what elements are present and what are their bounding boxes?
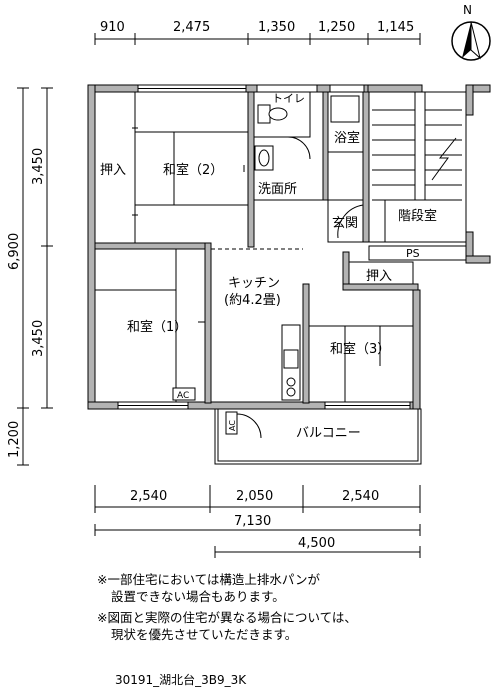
kitchen: キッチン (約4.2畳) [211,248,303,401]
top-dim-1: 910 [100,20,125,35]
kitchen-label: キッチン [228,276,280,291]
compass-label: N [463,3,472,17]
washitsu-2: 和室（2） [135,131,248,206]
oshiire-top-label: 押入 [100,163,126,178]
compass-icon: N [451,3,491,61]
washitsu-3: 和室（3） [309,325,413,402]
plan-caption: 30191_湖北台_3B9_3K [115,672,247,687]
balcony-label: バルコニー [296,426,361,441]
kitchen-size-label: (約4.2畳) [224,293,281,308]
bottom-dim-3: 2,540 [342,489,379,504]
oshiire-mid-label: 押入 [366,269,392,284]
top-dim-5: 1,145 [377,20,414,35]
top-dim-4: 1,250 [318,20,355,35]
toilet-label: トイレ [272,92,305,105]
top-dim-3: 1,350 [258,20,295,35]
washitsu-1-label: 和室（1） [127,319,187,335]
top-dim-2: 2,475 [173,20,210,35]
left-dim-3: 3,450 [31,320,46,357]
note-line-4: 現状を優先させていただきます。 [111,627,297,642]
balcony: AC バルコニー [214,408,422,465]
bottom-dimension-line: 2,540 2,050 2,540 7,130 4,500 [94,485,421,558]
oshiire-mid: 押入 [348,261,414,285]
ps-label: PS [406,247,420,260]
bathroom-label: 浴室 [334,130,360,146]
ac-2-label: AC [228,420,237,431]
washroom-label: 洗面所 [258,182,297,197]
note-line-3: ※図面と実際の住宅が異なる場合については、 [97,610,357,625]
bathroom: 浴室 [327,91,364,153]
washitsu-3-label: 和室（3） [330,341,390,357]
washitsu-1: AC 和室（1） [95,249,205,402]
stairwell: 階段室 [368,91,467,243]
note-line-1: ※一部住宅においては構造上排水パンが [97,572,320,587]
toilet: トイレ [253,91,311,160]
left-dim-2: 6,900 [7,233,22,270]
bottom-dim-total: 7,130 [234,514,271,529]
bottom-dim-1: 2,540 [130,489,167,504]
left-dimension-line: 3,450 6,900 3,450 1,200 [7,87,53,466]
bottom-dim-balcony: 4,500 [298,536,335,551]
washitsu-2-label: 和室（2） [163,162,223,178]
oshiire-top: 押入 [94,91,138,244]
left-dim-4: 1,200 [7,421,22,458]
washroom: 洗面所 [254,145,323,201]
stairwell-label: 階段室 [398,208,437,224]
entrance-label: 玄関 [332,216,358,231]
ac-1-label: AC [177,391,189,401]
bottom-dim-2: 2,050 [236,489,273,504]
entrance: 玄関 [327,199,364,243]
left-dim-1: 3,450 [31,148,46,185]
notes: ※一部住宅においては構造上排水パンが 設置できない場合もあります。 ※図面と実際… [97,572,357,642]
top-dimension-line: 910 2,475 1,350 1,250 1,145 [94,20,421,45]
note-line-2: 設置できない場合もあります。 [111,589,285,604]
ps: PS [368,245,467,261]
